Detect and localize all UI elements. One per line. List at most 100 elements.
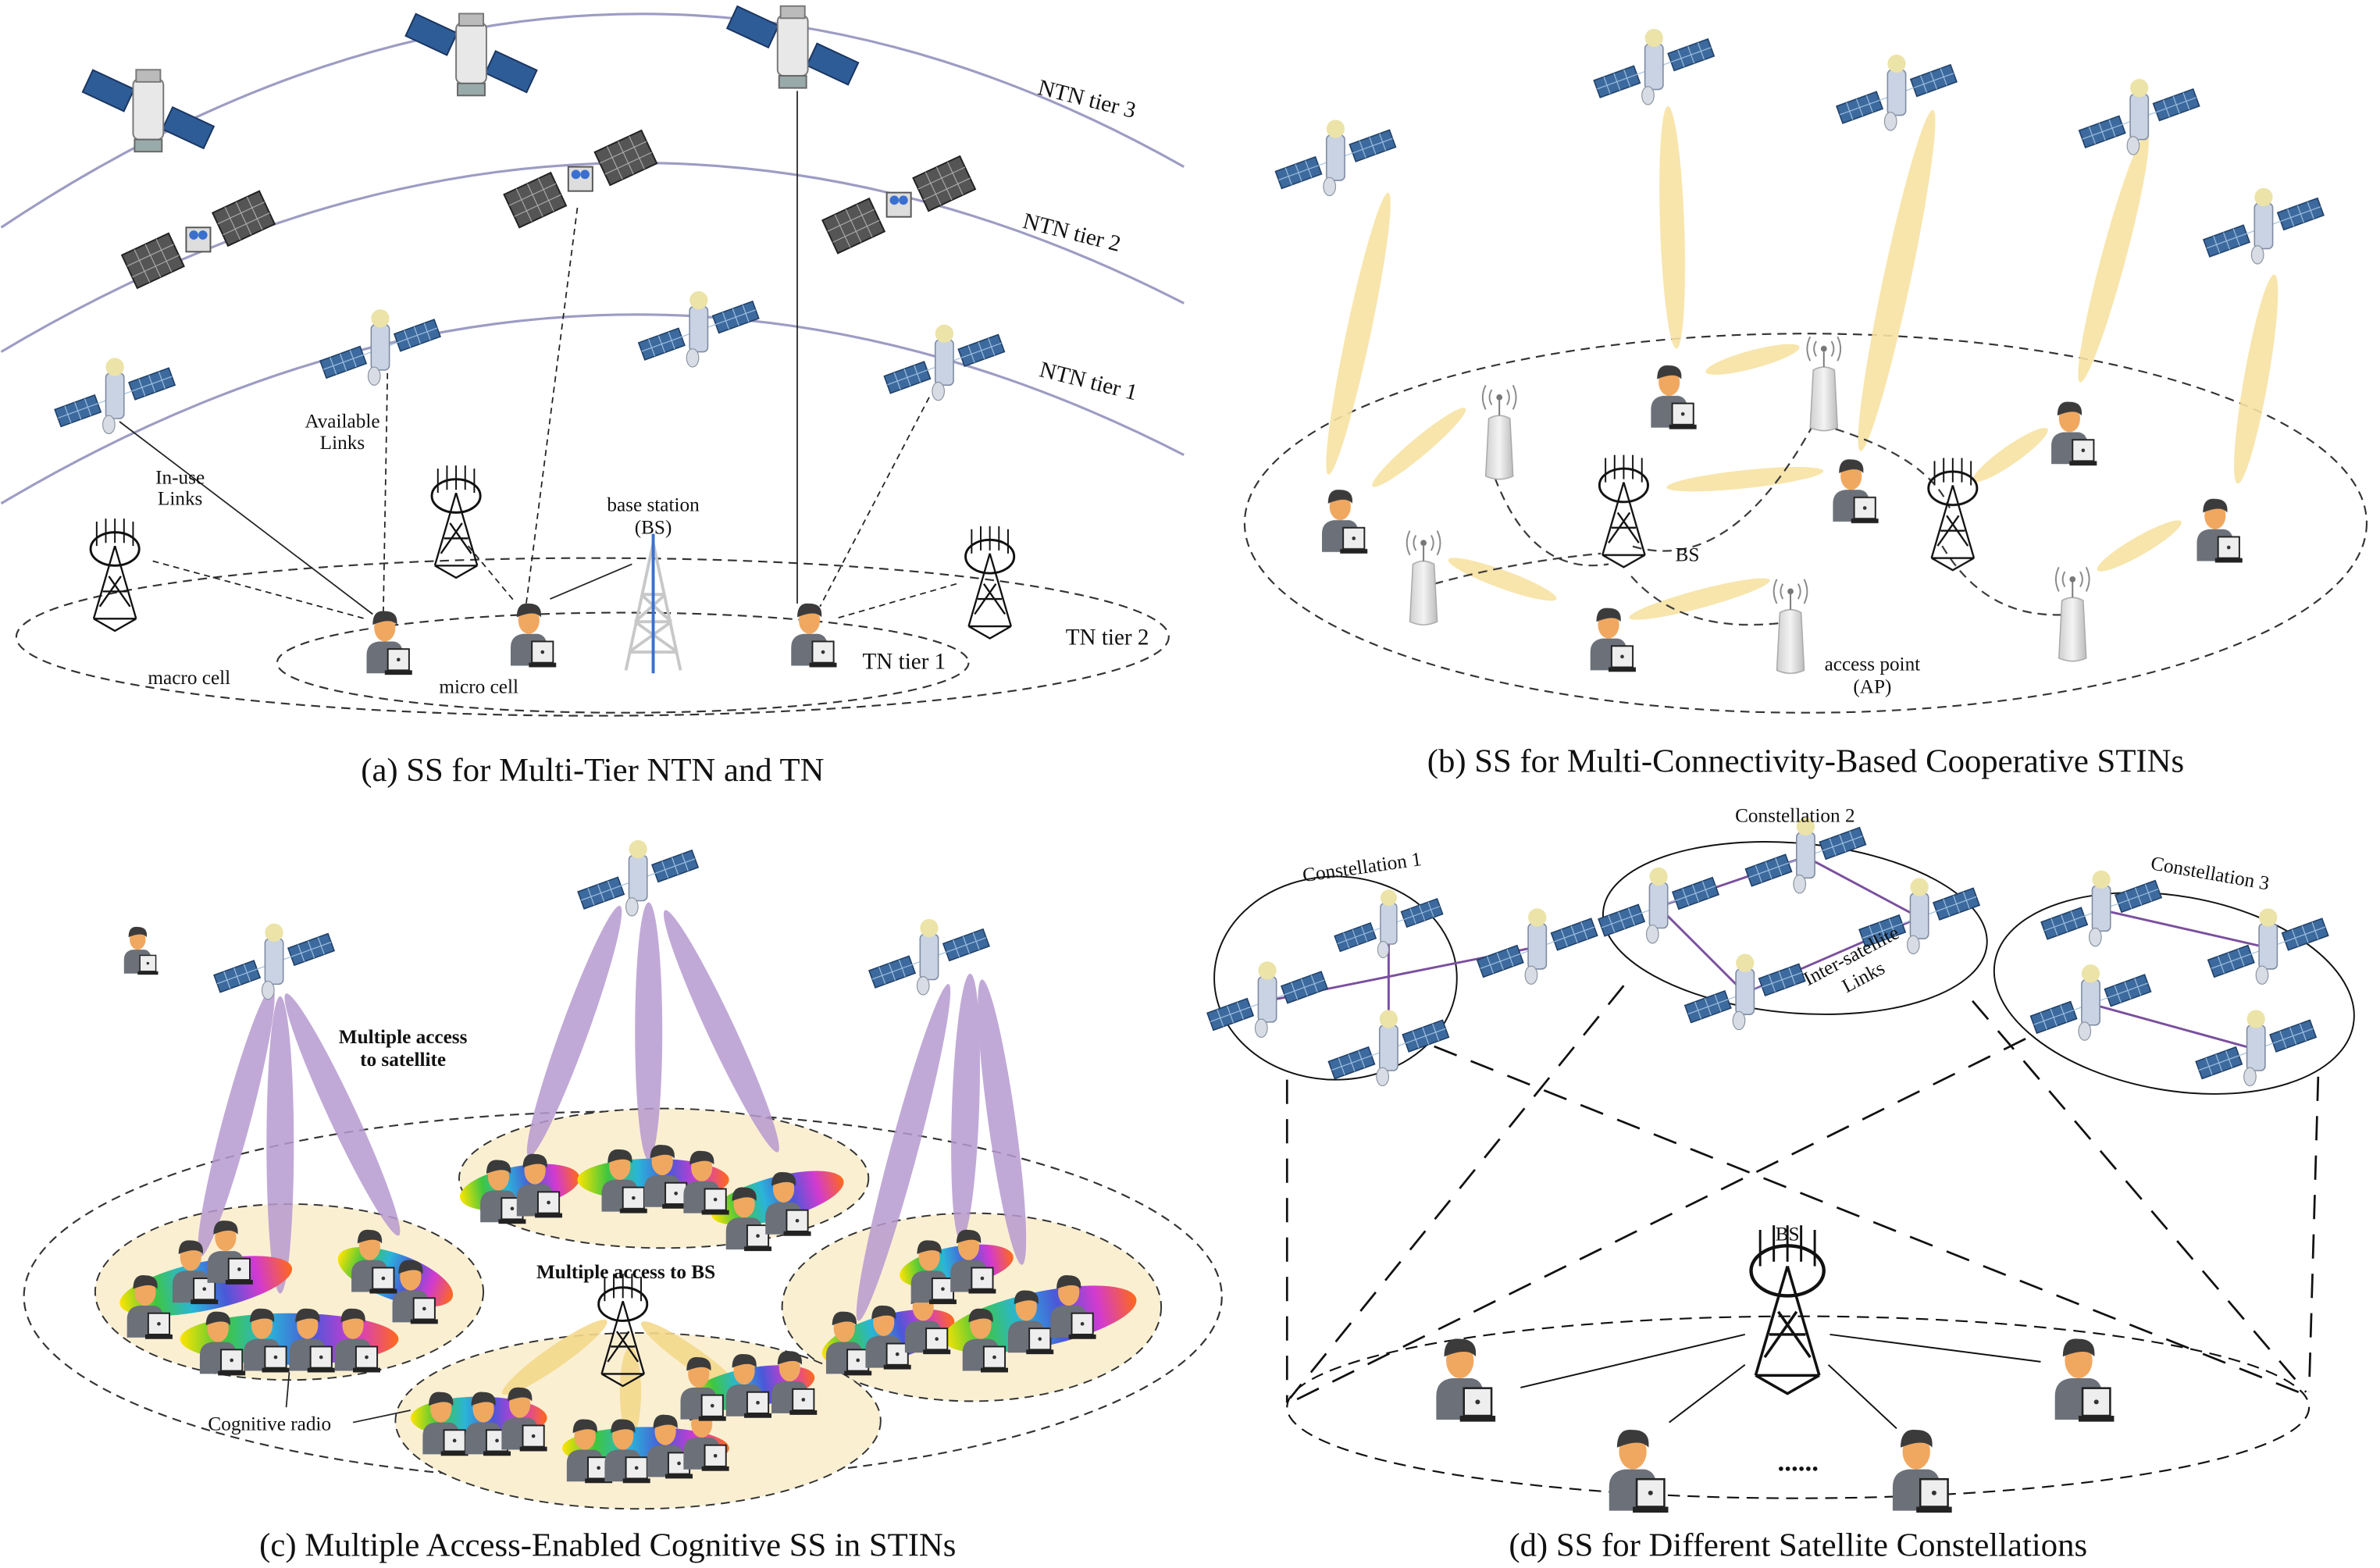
access-point-label: access point <box>1825 654 1921 675</box>
available-label-2: Links <box>320 433 365 454</box>
beam <box>2097 520 2182 572</box>
panel-a: NTN tier 3 NTN tier 2 NTN tier 1 In-use … <box>0 5 1185 789</box>
bs-label: BS <box>1676 545 1700 566</box>
bs-label: BS <box>1776 1224 1800 1245</box>
base-station-icon <box>624 532 682 675</box>
spectrum-band <box>943 1285 1137 1353</box>
projection-line <box>2307 1076 2320 1392</box>
beam <box>1666 466 1824 492</box>
multiple-access-bs-label: Multiple access to BS <box>536 1262 715 1283</box>
base-station-label-2: (BS) <box>635 518 672 539</box>
macro-cell-ellipse <box>15 557 1170 717</box>
ap-link <box>1434 552 1602 585</box>
micro-cell-label: micro cell <box>439 676 518 697</box>
base-station-label: base station <box>607 494 700 515</box>
more-users-ellipsis: ...... <box>1778 1447 1819 1477</box>
user-icon <box>2050 401 2098 467</box>
panel-c: Multiple access to satellite Multiple ac… <box>23 839 1223 1563</box>
beam <box>1858 109 1936 451</box>
satellite-icon <box>726 5 860 89</box>
ntn-tier-2-label: NTN tier 2 <box>1021 208 1124 257</box>
micro-cell-ellipse <box>276 611 970 714</box>
tn-tier-2-label: TN tier 2 <box>1066 625 1149 650</box>
pointer-line <box>285 1372 290 1408</box>
satellite-icon <box>821 155 976 255</box>
cognitive-radio-label: Cognitive radio <box>208 1413 331 1434</box>
projection-line <box>1289 1038 2026 1404</box>
user-icon <box>1650 364 1698 430</box>
inter-satellite-link <box>2090 1003 2257 1051</box>
panel-d: Constellation 1 Constellation 2 Constell… <box>1206 806 2355 1563</box>
ap-link <box>1630 576 1791 626</box>
constellation-2-label: Constellation 2 <box>1735 806 1855 827</box>
user-icon <box>123 926 159 975</box>
ap-link <box>1494 477 1609 567</box>
user-icon <box>790 602 838 668</box>
projection-line <box>1289 985 1625 1399</box>
coverage-ellipse <box>1243 333 2368 714</box>
bs-beams <box>502 1319 742 1438</box>
access-point-label-2: (AP) <box>1853 676 1891 697</box>
downlink-arrows <box>1520 1333 2041 1430</box>
inter-satellite-link <box>1658 906 1746 995</box>
beam <box>1705 344 1800 375</box>
user-icon <box>2054 1338 2115 1423</box>
satellite-beams <box>198 902 1027 1321</box>
constellation-3-label: Constellation 3 <box>2149 853 2271 894</box>
panel-b: BS access point (AP) (b) SS for Multi-Co… <box>1243 27 2368 779</box>
beam <box>1972 427 2048 483</box>
access-point-icon <box>1773 578 1808 675</box>
access-point-icon <box>1406 529 1441 626</box>
ap-link <box>1820 423 1951 508</box>
satellite-icon <box>1836 53 1958 131</box>
satellite-icon <box>1274 119 1397 197</box>
available-link <box>525 207 579 607</box>
beam <box>502 1319 607 1395</box>
arrow <box>1830 1333 2041 1363</box>
satellite-icon <box>1593 27 1716 105</box>
constellation-3-ellipse <box>1993 892 2355 1095</box>
available-link <box>835 583 957 620</box>
satellite-icon <box>319 308 441 387</box>
caption-c: (c) Multiple Access-Enabled Cognitive SS… <box>259 1527 956 1563</box>
available-link <box>382 351 389 615</box>
pointer-line <box>352 1409 412 1424</box>
beam <box>1659 106 1685 349</box>
beam <box>1629 578 1770 620</box>
user-icon <box>1589 607 1637 673</box>
access-point-icon <box>1806 336 1842 432</box>
projection-line <box>1434 1045 2307 1396</box>
projection-line <box>1972 1000 2307 1393</box>
tower-icon <box>1927 457 1979 572</box>
beam <box>1326 192 1391 475</box>
beam <box>640 1321 742 1393</box>
beam <box>284 993 401 1236</box>
user-icon <box>1832 458 1879 524</box>
beam <box>1372 408 1466 487</box>
available-link <box>819 397 930 608</box>
beam <box>266 996 294 1294</box>
beam <box>2234 274 2278 484</box>
beam <box>978 979 1027 1265</box>
satellite-icon <box>213 922 335 1000</box>
satellite-icon <box>637 290 760 368</box>
beams <box>1326 106 2278 620</box>
ap-link <box>1941 545 2072 616</box>
beam <box>951 973 981 1241</box>
available-label: Available <box>305 412 379 433</box>
in-use-label: In-use <box>155 467 205 488</box>
satellite-icon <box>2202 187 2325 265</box>
satellite-icon <box>404 12 538 97</box>
beam <box>2078 133 2149 383</box>
tower-icon <box>89 517 141 633</box>
ground-coverage-ellipse <box>1286 1315 2311 1499</box>
in-use-label-2: Links <box>158 489 202 510</box>
satellite-icon <box>2078 78 2200 156</box>
ntn-tier-1-orbit <box>0 313 1185 505</box>
caption-b: (b) SS for Multi-Connectivity-Based Coop… <box>1427 743 2184 779</box>
available-link <box>467 545 515 601</box>
satellite-icon <box>503 130 658 229</box>
in-use-link <box>119 421 373 615</box>
ntn-tier-1-label: NTN tier 1 <box>1037 357 1140 405</box>
arrow <box>1669 1364 1746 1424</box>
